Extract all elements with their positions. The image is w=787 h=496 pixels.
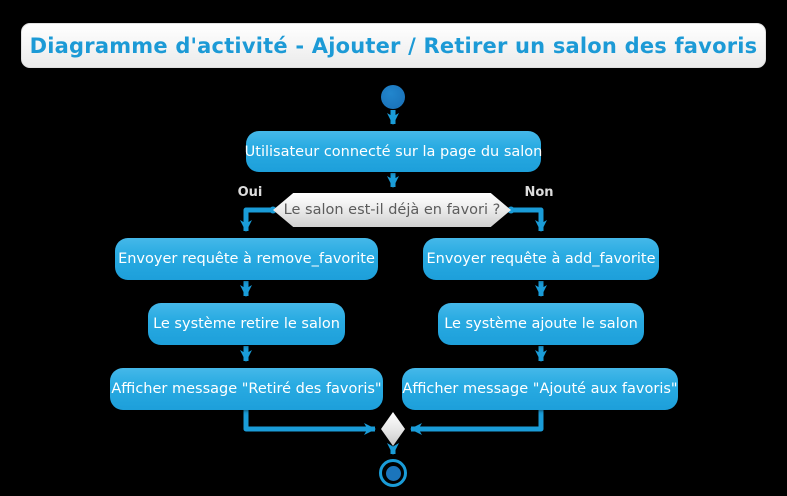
action-initial-label: Utilisateur connecté sur la page du salo… xyxy=(244,143,543,160)
end-node-core xyxy=(385,465,401,481)
action-no-step3: Afficher message "Ajouté aux favoris" xyxy=(402,368,678,410)
merge-node xyxy=(381,412,405,446)
action-no-step2-label: Le système ajoute le salon xyxy=(444,316,638,332)
action-initial: Utilisateur connecté sur la page du salo… xyxy=(244,131,543,172)
action-no-step3-label: Afficher message "Ajouté aux favoris" xyxy=(402,381,678,397)
start-node xyxy=(381,85,405,109)
branch-label-oui: Oui xyxy=(237,185,263,200)
action-yes-step2: Le système retire le salon xyxy=(148,303,345,345)
action-no-step1: Envoyer requête à add_favorite xyxy=(423,238,659,280)
end-node xyxy=(379,459,407,487)
decision-question-label: Le salon est-il déjà en favori ? xyxy=(283,202,501,218)
action-yes-step3-label: Afficher message "Retiré des favoris" xyxy=(111,381,382,397)
action-yes-step3: Afficher message "Retiré des favoris" xyxy=(110,368,383,410)
edge-decision-no xyxy=(509,207,547,232)
branch-label-non: Non xyxy=(524,185,554,200)
action-no-step1-label: Envoyer requête à add_favorite xyxy=(426,251,656,267)
edge-decision-yes xyxy=(240,207,275,232)
decision-node: Le salon est-il déjà en favori ? xyxy=(273,193,511,227)
action-yes-step2-label: Le système retire le salon xyxy=(153,316,340,332)
action-yes-step1: Envoyer requête à remove_favorite xyxy=(115,238,378,280)
edge-yes-to-merge xyxy=(243,410,376,435)
action-yes-step1-label: Envoyer requête à remove_favorite xyxy=(118,251,375,267)
edge-no-to-merge xyxy=(410,410,544,435)
page-title: Diagramme d'activité - Ajouter / Retirer… xyxy=(29,33,758,58)
title-banner: Diagramme d'activité - Ajouter / Retirer… xyxy=(21,23,766,68)
action-no-step2: Le système ajoute le salon xyxy=(438,303,644,345)
